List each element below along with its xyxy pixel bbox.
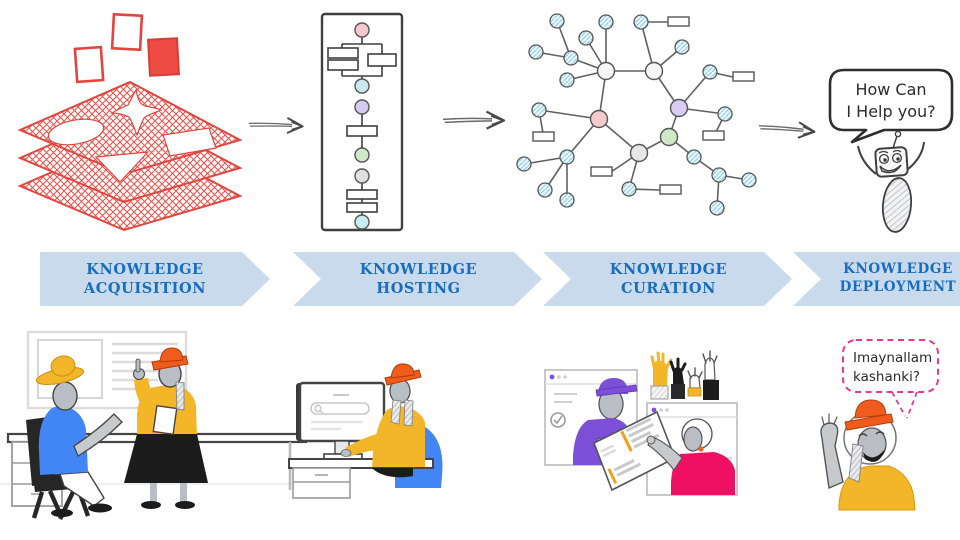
flowchart-illustration bbox=[320, 12, 404, 232]
robot-bubble-line1: How Can bbox=[855, 80, 926, 99]
stage-label-line1: KNOWLEDGE bbox=[86, 260, 204, 278]
greeting-illustration: Imaynallam kashanki? bbox=[820, 339, 939, 511]
robot-speech-bubble: How Can I Help you? bbox=[828, 68, 954, 144]
robot-bubble-line2: I Help you? bbox=[846, 102, 935, 121]
red-sketch-layers-illustration bbox=[17, 12, 243, 232]
stage-banner-acquisition: KNOWLEDGE ACQUISITION bbox=[40, 252, 270, 306]
flow-arrow-2 bbox=[442, 110, 506, 130]
stage-banner-curation: KNOWLEDGE CURATION bbox=[543, 252, 792, 306]
curation-illustration bbox=[544, 350, 738, 496]
stage-label-line2: ACQUISITION bbox=[83, 280, 207, 297]
greeting-bubble-line2: kashanki? bbox=[853, 369, 920, 385]
computer-illustration bbox=[288, 363, 443, 499]
stage-label-line1: KNOWLEDGE bbox=[843, 261, 953, 278]
flow-arrow-3 bbox=[758, 121, 816, 139]
stage-label-line2: DEPLOYMENT bbox=[839, 279, 957, 295]
flow-arrow-1 bbox=[248, 117, 304, 134]
stage-label-line2: HOSTING bbox=[376, 280, 461, 297]
stage-banner-hosting: KNOWLEDGE HOSTING bbox=[293, 252, 542, 306]
stage-label-line2: CURATION bbox=[621, 280, 716, 297]
chatbot-illustration: How Can I Help you? bbox=[828, 68, 954, 233]
greeting-bubble-line1: Imaynallam bbox=[853, 350, 932, 366]
knowledge-graph-illustration bbox=[516, 13, 757, 216]
stage-label-line1: KNOWLEDGE bbox=[359, 260, 478, 278]
robot bbox=[857, 130, 925, 233]
meeting-illustration bbox=[0, 330, 310, 520]
stage-banner-deployment: KNOWLEDGE DEPLOYMENT bbox=[793, 252, 960, 306]
stage-label-line1: KNOWLEDGE bbox=[609, 260, 728, 278]
greeting-speech-bubble: Imaynallam kashanki? bbox=[842, 339, 939, 419]
